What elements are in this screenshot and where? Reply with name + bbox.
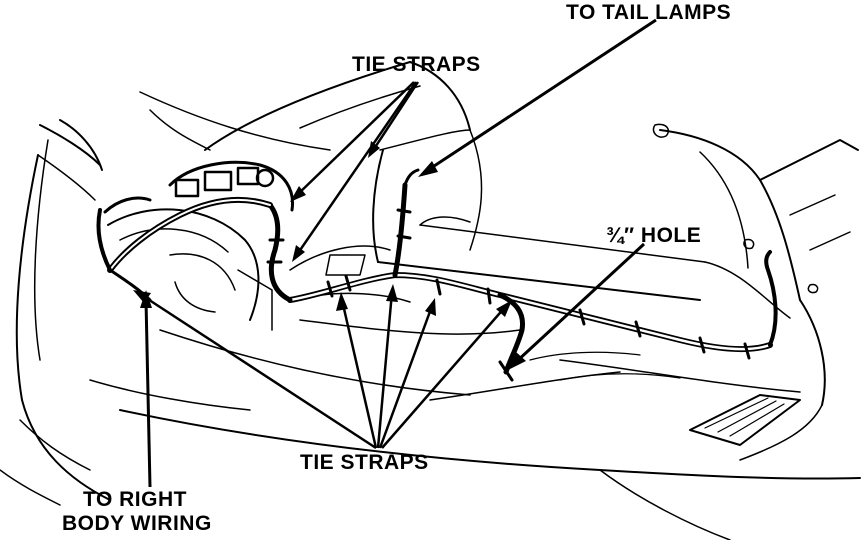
wiring-harness (96, 160, 778, 382)
arrows-tie-straps-top (290, 81, 420, 262)
vehicle-body-outline (0, 61, 861, 540)
tie-straps-upper-label: TIE STRAPS (352, 53, 481, 76)
arrow-right-body-wiring (140, 290, 152, 488)
to-tail-lamps-label: TO TAIL LAMPS (566, 1, 732, 24)
tie-straps-lower-label: TIE STRAPS (300, 451, 429, 474)
arrows-tie-straps-bottom (133, 284, 512, 450)
to-right-body-wiring-label-line2: BODY WIRING (62, 512, 212, 535)
arrow-tail-lamps (418, 18, 657, 177)
three-quarter-inch-hole-label: ¾″ HOLE (606, 224, 702, 247)
arrow-hole (508, 242, 646, 370)
to-right-body-wiring-label-line1: TO RIGHT (83, 488, 187, 511)
leader-arrows (133, 18, 657, 488)
